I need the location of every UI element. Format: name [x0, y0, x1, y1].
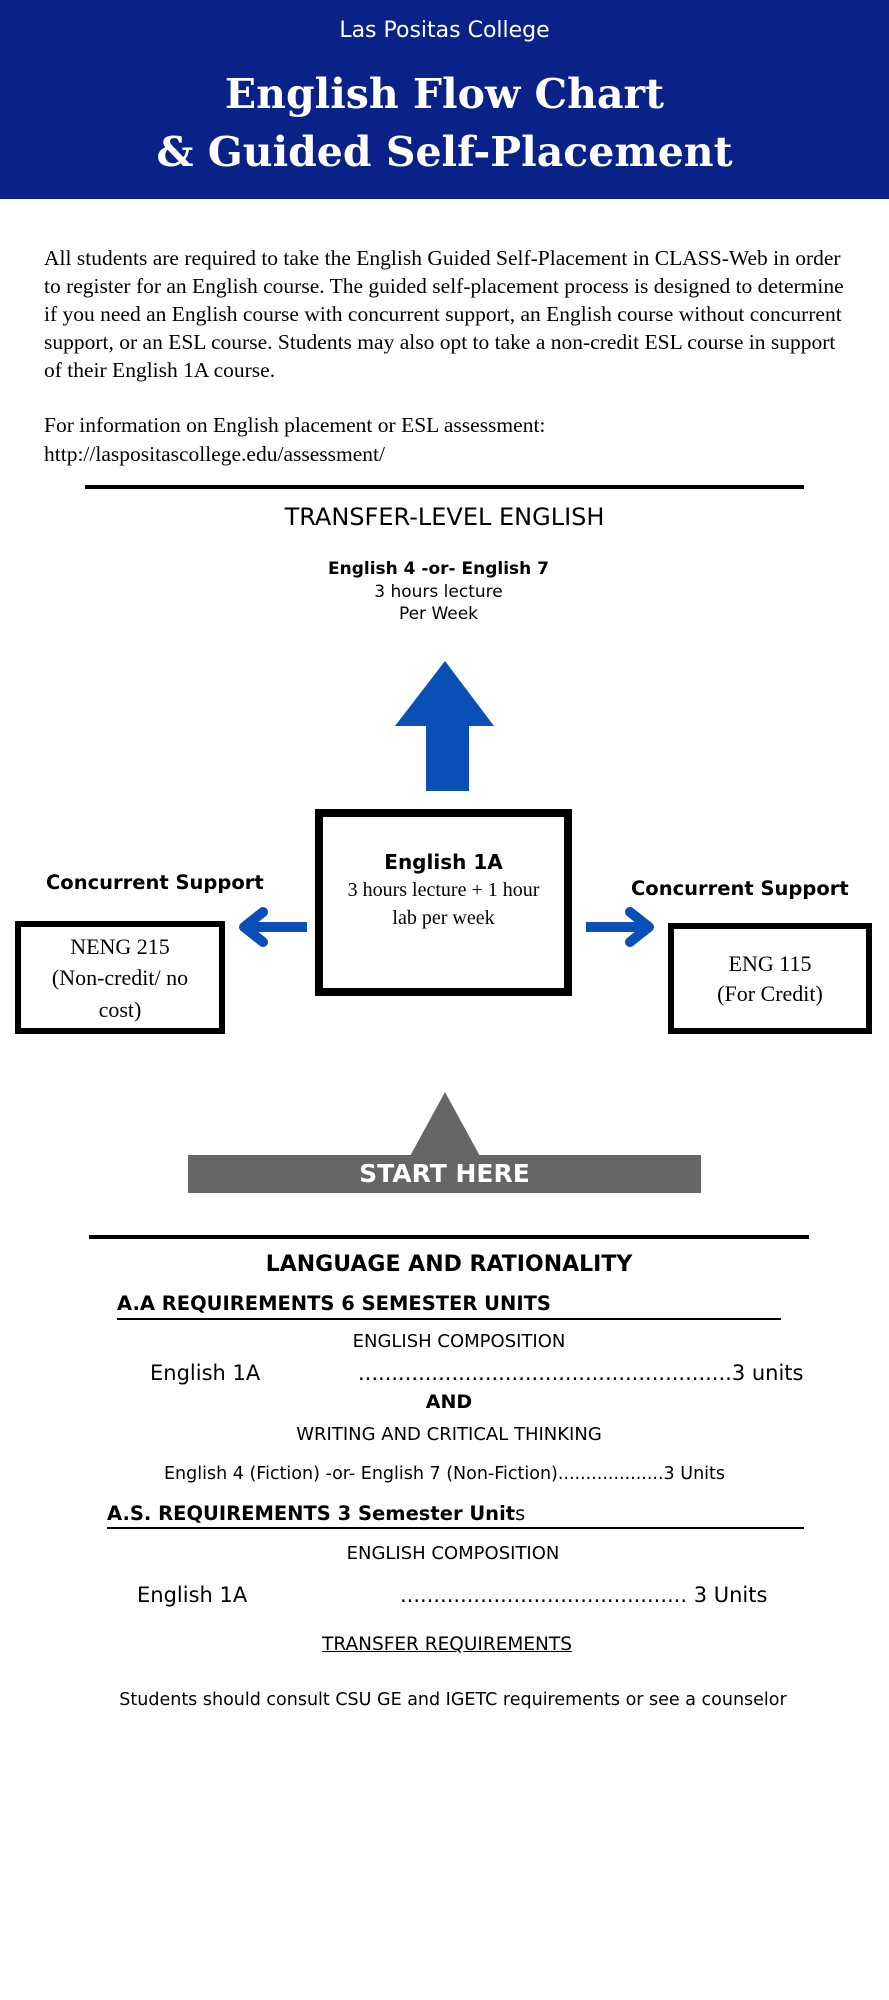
start-triangle-icon	[409, 1092, 481, 1158]
transfer-course: English 4 -or- English 7	[327, 559, 550, 579]
as-heading-bold: A.S. REQUIREMENTS 3 Semester Unit	[107, 1502, 516, 1525]
aa-composition-heading: ENGLISH COMPOSITION	[352, 1331, 566, 1352]
as-composition-course: English 1A	[137, 1583, 248, 1607]
right-course: ENG 115	[728, 951, 812, 976]
left-support-label: Concurrent Support	[46, 871, 264, 894]
divider-middle	[89, 1235, 809, 1239]
left-detail: (Non-credit/ no cost)	[51, 965, 189, 1022]
aa-composition-units: ........................................…	[358, 1361, 804, 1385]
assessment-link[interactable]: http://laspositascollege.edu/assessment/	[44, 442, 385, 466]
as-composition-heading: ENGLISH COMPOSITION	[346, 1543, 560, 1564]
aa-writing-heading: WRITING AND CRITICAL THINKING	[296, 1424, 602, 1445]
transfer-requirements-heading: TRANSFER REQUIREMENTS	[322, 1634, 572, 1655]
aa-heading-underline	[117, 1318, 781, 1320]
aa-requirements-heading: A.A REQUIREMENTS 6 SEMESTER UNITS	[117, 1292, 551, 1315]
english-1a-box: English 1A 3 hours lecture + 1 hour lab …	[315, 809, 572, 996]
eng-115-box: ENG 115 (For Credit)	[668, 923, 872, 1034]
right-detail: (For Credit)	[717, 981, 823, 1006]
college-name: Las Positas College	[339, 18, 550, 43]
as-composition-units: ........................................…	[400, 1583, 768, 1607]
info-text: For information on English placement or …	[44, 413, 546, 437]
transfer-requirements-note: Students should consult CSU GE and IGETC…	[119, 1690, 787, 1710]
language-rationality-heading: LANGUAGE AND RATIONALITY	[265, 1252, 633, 1277]
center-course: English 1A	[384, 850, 503, 874]
left-course: NENG 215	[70, 934, 170, 959]
center-hours: 3 hours lecture + 1 hour lab per week	[347, 879, 540, 929]
up-arrow-icon	[395, 661, 494, 791]
right-arrow-icon	[586, 907, 654, 947]
page-title-line2: & Guided Self-Placement	[156, 128, 733, 176]
right-support-label: Concurrent Support	[631, 877, 849, 900]
aa-writing-line: English 4 (Fiction) -or- English 7 (Non-…	[164, 1464, 725, 1484]
info-line: For information on English placement or …	[44, 411, 844, 469]
as-heading-underline	[107, 1527, 804, 1529]
neng-215-box: NENG 215 (Non-credit/ no cost)	[15, 921, 225, 1034]
and-label: AND	[425, 1391, 473, 1413]
left-arrow-icon	[239, 907, 307, 947]
intro-paragraph: All students are required to take the En…	[44, 246, 844, 382]
transfer-per-week: Per Week	[398, 604, 479, 624]
page-title-line1: English Flow Chart	[224, 70, 665, 118]
transfer-hours: 3 hours lecture	[374, 582, 503, 602]
header-banner	[0, 0, 889, 199]
start-here-banner: START HERE	[188, 1155, 701, 1193]
as-heading-tail: s	[515, 1502, 526, 1525]
aa-composition-course: English 1A	[150, 1361, 261, 1385]
divider-top	[85, 485, 804, 489]
as-requirements-heading: A.S. REQUIREMENTS 3 Semester Units	[107, 1502, 525, 1525]
transfer-level-heading: TRANSFER-LEVEL ENGLISH	[284, 503, 605, 531]
